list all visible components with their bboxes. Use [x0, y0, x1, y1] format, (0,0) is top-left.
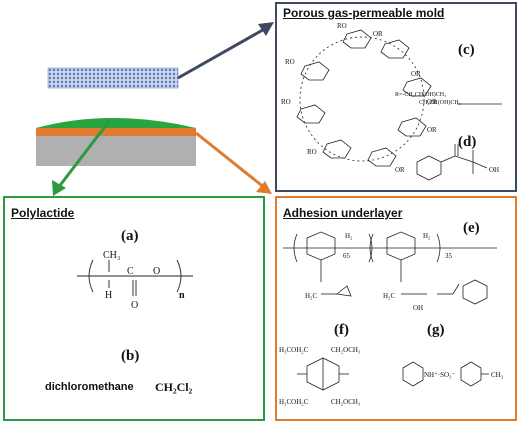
- polylactide-panel: Polylactide (a) (b) CH₃ H C O O n dichlo…: [3, 196, 265, 421]
- glycoluril-sub: CH₂OCH₃: [331, 398, 361, 406]
- h2-label: H₂: [345, 232, 353, 240]
- arrow-to-mold-line: [177, 25, 269, 80]
- h2c-label: H₂C: [383, 292, 395, 300]
- arrow-to-adhesion-head: [256, 181, 272, 194]
- ch3-label: CH₃: [103, 250, 120, 261]
- sub-35: 35: [445, 252, 453, 260]
- polylactide-panel-title: Polylactide: [11, 206, 75, 220]
- or-label: OR: [427, 126, 437, 134]
- cyclodextrin-structure: RO OR OR OR OR OR RO RO RO R=-CH₂CH(OH)C…: [281, 22, 502, 181]
- solvent-name: dichloromethane: [45, 381, 134, 393]
- pla-dome: [36, 118, 196, 128]
- label-c: (c): [458, 42, 475, 58]
- oh-label: OH: [413, 304, 423, 312]
- ro-label: RO: [285, 58, 295, 66]
- photoinitiator-oh: OH: [489, 166, 499, 174]
- ro-label: RO: [307, 148, 317, 156]
- or-label: OR: [373, 30, 383, 38]
- solvent-formula: CH₂Cl₂: [155, 380, 193, 394]
- label-f: (f): [334, 322, 349, 338]
- or-label: OR: [411, 70, 421, 78]
- tosylate-label: NH⁺·SO₃⁻: [424, 371, 456, 379]
- arrow-to-polylactide-head: [52, 180, 66, 196]
- h-label: H: [105, 290, 112, 301]
- adhesion-panel-title: Adhesion underlayer: [283, 206, 403, 220]
- r-group-line2: CH₂CH(OH)CH₃: [419, 99, 461, 106]
- o-carbonyl-label: O: [131, 300, 138, 311]
- polylactide-structure: CH₃ H C O O n: [77, 250, 193, 311]
- ch3-label: CH₃: [491, 371, 504, 379]
- glycoluril-sub-left: H₃COH₂C: [279, 398, 309, 406]
- arrow-to-mold-head: [258, 22, 274, 36]
- label-e: (e): [463, 220, 480, 236]
- h2-label: H₂: [423, 232, 431, 240]
- n-label: n: [179, 290, 185, 301]
- r-group-line1: R=-CH₂CH(OH)CH₃: [395, 91, 446, 98]
- or-label: OR: [395, 166, 405, 174]
- arrow-to-adhesion-line: [195, 131, 266, 190]
- glycoluril-sub: CH₂OCH₃: [331, 346, 361, 354]
- adhesion-layer: [36, 128, 196, 136]
- h2c-label: H₂C: [305, 292, 317, 300]
- mold-panel: Porous gas-permeable mold (c) (d): [275, 2, 517, 192]
- mold-panel-title: Porous gas-permeable mold: [283, 6, 445, 20]
- label-b: (b): [121, 348, 140, 364]
- arrow-to-polylactide-line: [56, 119, 112, 189]
- or-label: OR: [427, 98, 437, 106]
- label-a: (a): [121, 228, 139, 244]
- label-g: (g): [427, 322, 445, 338]
- ro-label: RO: [281, 98, 291, 106]
- substrate: [36, 136, 196, 166]
- glycoluril-sub-left: H₃COH₂C: [279, 346, 309, 354]
- sub-65: 65: [343, 252, 351, 260]
- o-ring-label: O: [153, 266, 160, 277]
- adhesion-panel: Adhesion underlayer (e) (f) (g): [275, 196, 517, 421]
- ro-label: RO: [337, 22, 347, 30]
- label-d: (d): [458, 134, 477, 150]
- adhesion-structures: 65 35 H₂ H₂ H₂C H₂C OH CH₂OCH₃ H₃COH₂C C…: [279, 231, 504, 406]
- porous-mold-strip: [47, 67, 179, 89]
- c-label: C: [127, 266, 134, 277]
